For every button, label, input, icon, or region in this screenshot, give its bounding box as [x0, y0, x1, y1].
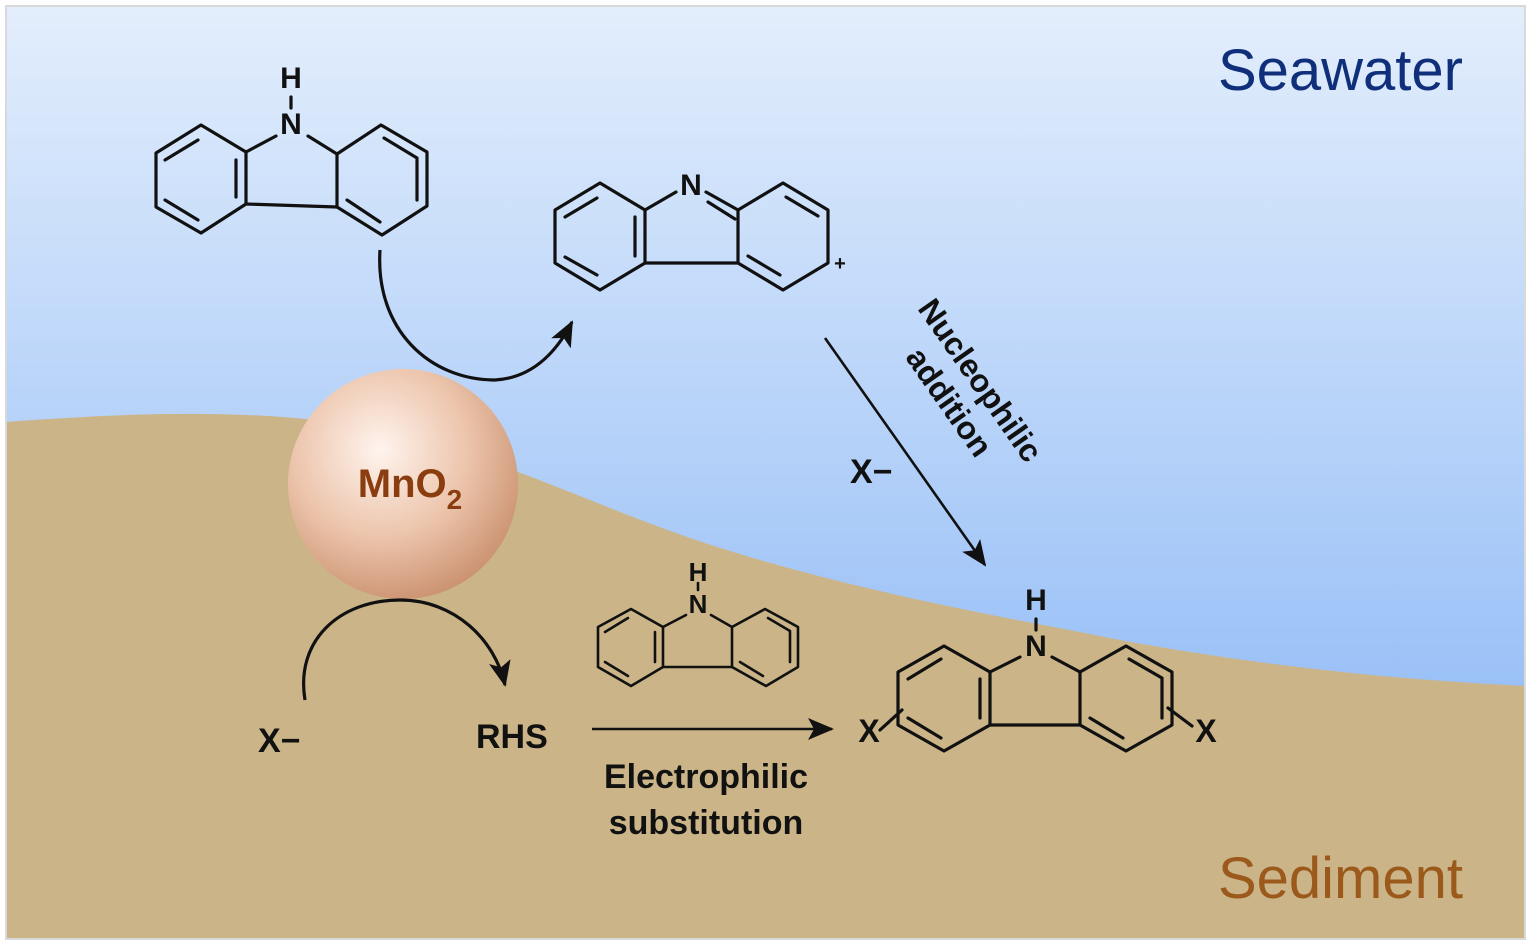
mno2-label: MnO2	[358, 462, 462, 515]
nitrogen-atom: N	[1025, 630, 1047, 663]
sediment-label: Sediment	[1218, 846, 1463, 911]
mno2-catalyst-sphere: MnO2	[288, 369, 518, 599]
electrophilic-line2: substitution	[609, 804, 804, 842]
carbazole-molecule-top: N H	[154, 62, 429, 237]
nitrogen-atom: N	[689, 589, 708, 619]
electrophilic-line1: Electrophilic	[604, 758, 808, 796]
rhs-label: RHS	[476, 718, 548, 756]
halide-label-sediment: X−	[258, 722, 301, 760]
seawater-label: Seawater	[1218, 38, 1463, 103]
carbazole-cation-molecule: N +	[553, 169, 846, 292]
nitrogen-atom: N	[680, 169, 702, 202]
halide-oxidation-curved-arrow	[302, 598, 511, 701]
product-halogen-right: X	[1195, 713, 1217, 749]
nucleophilic-addition-arrow	[823, 337, 987, 567]
nitrogen-atom: N	[280, 108, 302, 141]
halide-label-nucleophilic: X−	[850, 453, 893, 491]
positive-charge: +	[834, 253, 846, 275]
product-halogen-left: X	[858, 713, 880, 749]
hydrogen-atom: H	[1025, 584, 1047, 617]
frame-border	[5, 5, 1526, 940]
oxidation-curved-arrow	[378, 249, 574, 382]
hydrogen-atom: H	[689, 557, 708, 587]
hydrogen-atom: H	[280, 62, 302, 95]
halocarbazole-product-molecule: N H X X	[858, 584, 1217, 753]
carbazole-molecule-small: N H	[596, 557, 800, 688]
